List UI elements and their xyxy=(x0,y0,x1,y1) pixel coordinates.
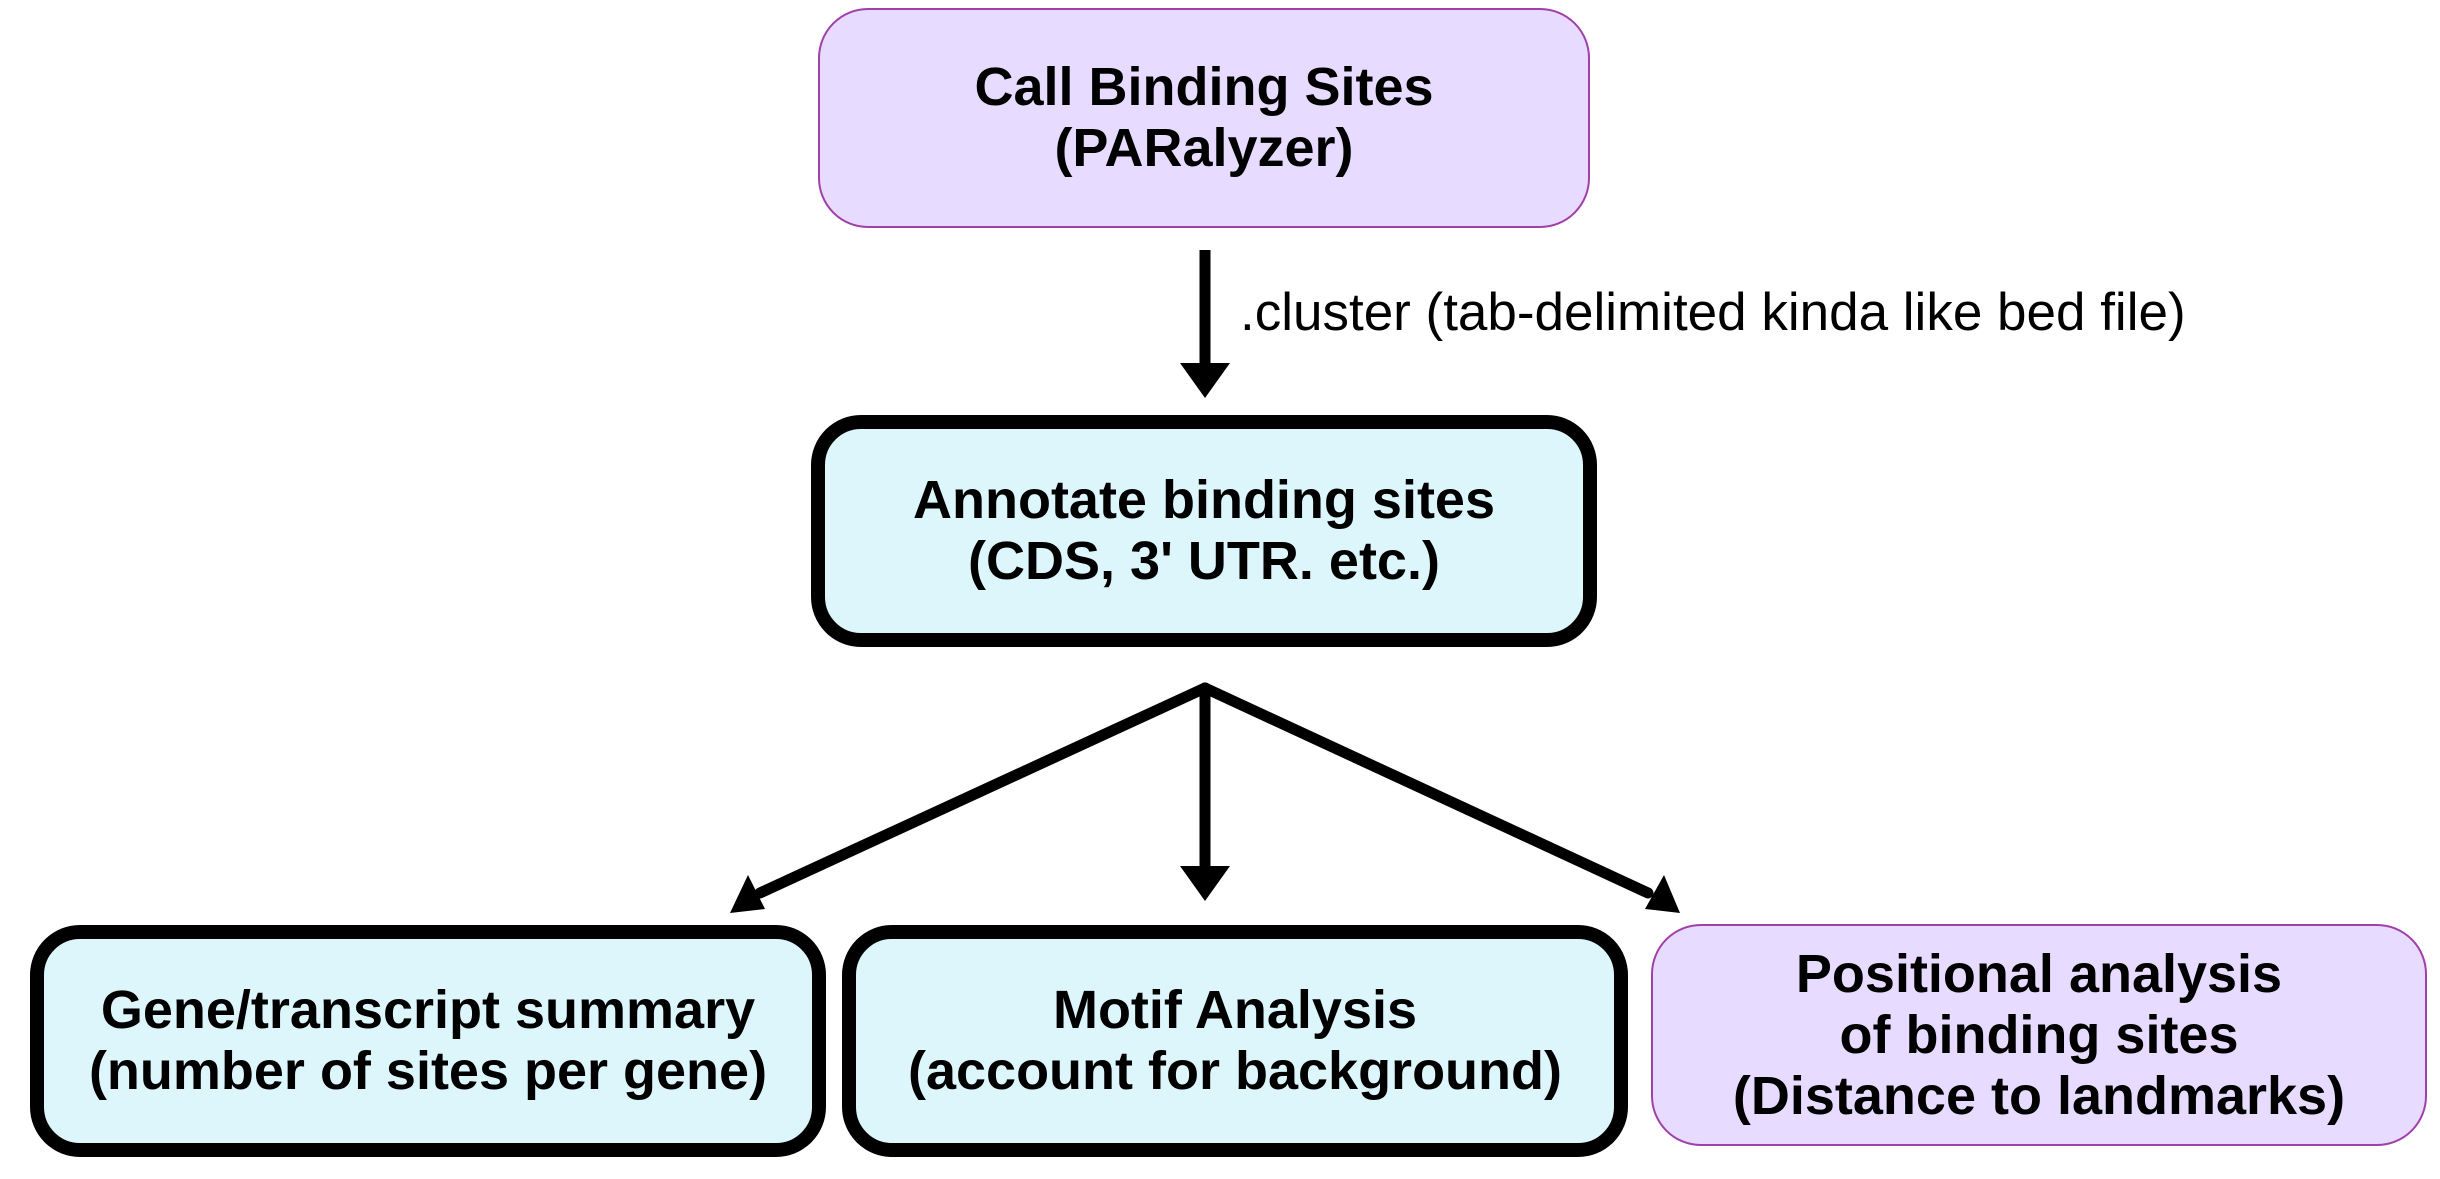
positional-analysis-line-3: (Distance to landmarks) xyxy=(1732,1065,2346,1126)
arrowhead-gene-summary xyxy=(730,875,765,913)
gene-transcript-summary-subtitle: (number of sites per gene) xyxy=(88,1041,768,1101)
annotate-binding-sites-node: Annotate binding sites (CDS, 3' UTR. etc… xyxy=(811,415,1597,647)
arrowhead-annotate xyxy=(1180,363,1230,398)
positional-analysis-line-2: of binding sites xyxy=(1839,1004,2239,1065)
call-binding-sites-subtitle: (PARalyzer) xyxy=(1054,118,1354,178)
arrow-annotate-to-positional xyxy=(1199,682,1654,899)
arrowhead-motif xyxy=(1180,866,1230,901)
gene-transcript-summary-node: Gene/transcript summary (number of sites… xyxy=(30,925,826,1157)
positional-analysis-node: Positional analysis of binding sites (Di… xyxy=(1651,924,2427,1146)
annotate-binding-sites-title: Annotate binding sites xyxy=(912,470,1495,530)
positional-analysis-line-1: Positional analysis xyxy=(1795,943,2283,1004)
arrow-annotate-to-gene-summary xyxy=(754,682,1211,899)
motif-analysis-subtitle: (account for background) xyxy=(907,1041,1562,1101)
arrowhead-positional xyxy=(1645,875,1680,913)
motif-analysis-node: Motif Analysis (account for background) xyxy=(842,925,1628,1157)
call-binding-sites-title: Call Binding Sites xyxy=(974,57,1434,117)
motif-analysis-title: Motif Analysis xyxy=(1052,980,1418,1040)
call-binding-sites-node: Call Binding Sites (PARalyzer) xyxy=(818,8,1590,228)
gene-transcript-summary-title: Gene/transcript summary xyxy=(100,980,756,1040)
annotate-binding-sites-subtitle: (CDS, 3' UTR. etc.) xyxy=(968,531,1440,591)
cluster-edge-label: .cluster (tab-delimited kinda like bed f… xyxy=(1240,283,2186,342)
